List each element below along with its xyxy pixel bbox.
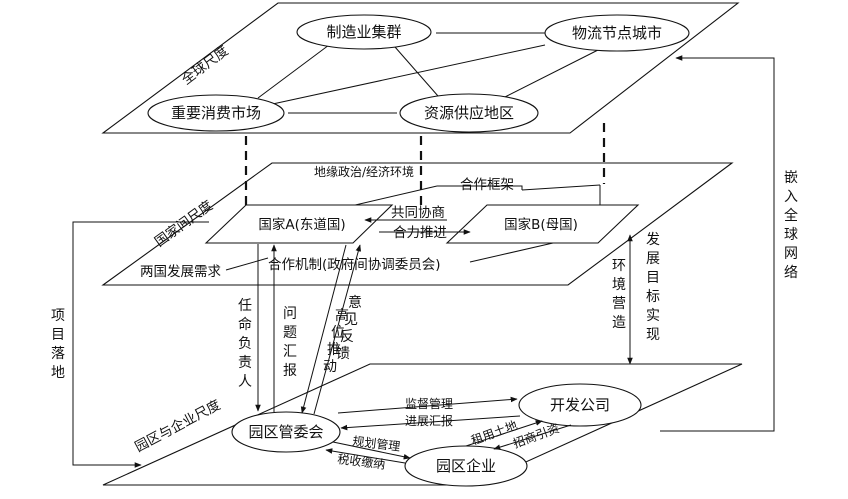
project-label: 项目落地	[51, 308, 65, 381]
feedback-label: 意见反馈	[336, 294, 362, 362]
high-level-vertical-text: 高位推动	[323, 307, 349, 375]
project-arrow	[72, 221, 209, 468]
framework-line	[437, 185, 523, 190]
country-b-box	[445, 204, 640, 244]
embed-label: 嵌入全球网络	[784, 170, 798, 281]
negotiate-label-2: 合力推进	[393, 225, 447, 241]
node-resources	[399, 93, 539, 133]
park-plane: 园区管委会 开发公司 园区企业 监督管理 进展汇报 规划管理 税收缴纳 租用土地…	[102, 363, 743, 487]
env-label: 环境营造	[612, 258, 626, 331]
tax-label: 税收缴纳	[337, 451, 386, 472]
link-manufacturing-market	[257, 44, 330, 99]
global-plane: 制造业集群 物流节点城市 重要消费市场 资源供应地区 全球尺度	[101, 2, 740, 134]
link-logistics-market	[267, 44, 546, 106]
appoint-vertical-text: 任命负责人	[238, 298, 252, 390]
mechanism-to-b-line	[469, 242, 554, 263]
supervise-arrow	[337, 396, 518, 414]
embed-arrow	[660, 55, 775, 432]
demand-label: 两国发展需求	[140, 264, 221, 280]
country-b-label: 国家B(母国)	[504, 216, 578, 233]
lease-arrow	[465, 420, 543, 447]
feedback-arrow	[313, 244, 362, 415]
node-market	[147, 94, 285, 132]
appoint-label: 任命负责人	[238, 298, 252, 390]
national-plane: 地缘政治/经济环境 合作框架 国家A(东道国) 国家B(母国) 共同协商 合力推…	[101, 162, 734, 286]
node-committee-label: 园区管委会	[248, 423, 323, 441]
problems-label: 问题汇报	[283, 306, 297, 379]
node-manufacturing-label: 制造业集群	[326, 23, 401, 41]
tax-arrow	[325, 448, 406, 464]
env-vertical-text: 环境营造	[612, 258, 626, 331]
planning-arrow	[332, 441, 411, 460]
goal-vertical-text: 发展目标实现	[646, 232, 660, 343]
national-plane-outline	[101, 162, 734, 286]
negotiate-label-1: 共同协商	[391, 205, 445, 221]
framework-left-branch	[350, 185, 438, 207]
geo-env-label: 地缘政治/经济环境	[314, 164, 414, 179]
node-market-label: 重要消费市场	[171, 104, 261, 122]
node-dev-company	[518, 383, 642, 427]
node-dev-company-label: 开发公司	[550, 396, 610, 414]
park-scale-label: 园区与企业尺度	[132, 396, 223, 455]
framework-label: 合作框架	[460, 177, 514, 193]
invest-label: 招商引资	[511, 420, 561, 451]
high_level-label: 高位推动	[323, 307, 349, 375]
link-logistics-resources	[504, 49, 599, 98]
project-vertical-text: 项目落地	[51, 308, 65, 381]
planning-label: 规划管理	[352, 433, 401, 454]
embed-vertical-text: 嵌入全球网络	[784, 170, 798, 281]
goal-label: 发展目标实现	[646, 232, 660, 343]
report-progress-arrow	[340, 415, 521, 431]
park-plane-outline	[102, 363, 743, 486]
supervise-label: 监督管理	[405, 396, 453, 411]
country-a-label: 国家A(东道国)	[258, 216, 345, 233]
global-scale-label: 全球尺度	[178, 42, 231, 88]
demand-to-mechanism-line	[225, 257, 269, 271]
feedback-vertical-text: 意见反馈	[336, 294, 362, 362]
node-manufacturing	[296, 14, 432, 50]
node-logistics-label: 物流节点城市	[572, 24, 662, 42]
node-enterprises-label: 园区企业	[436, 457, 496, 475]
problems-vertical-text: 问题汇报	[283, 306, 297, 379]
invest-arrow	[493, 424, 572, 450]
link-manufacturing-resources	[394, 46, 439, 97]
node-committee	[231, 411, 341, 453]
country-a-box	[204, 204, 394, 244]
report-progress-label: 进展汇报	[405, 413, 453, 428]
global-plane-outline	[101, 2, 740, 134]
node-logistics	[544, 14, 690, 52]
high-level-arrow	[300, 244, 347, 414]
node-resources-label: 资源供应地区	[424, 104, 514, 122]
framework-right-stub	[521, 184, 601, 191]
